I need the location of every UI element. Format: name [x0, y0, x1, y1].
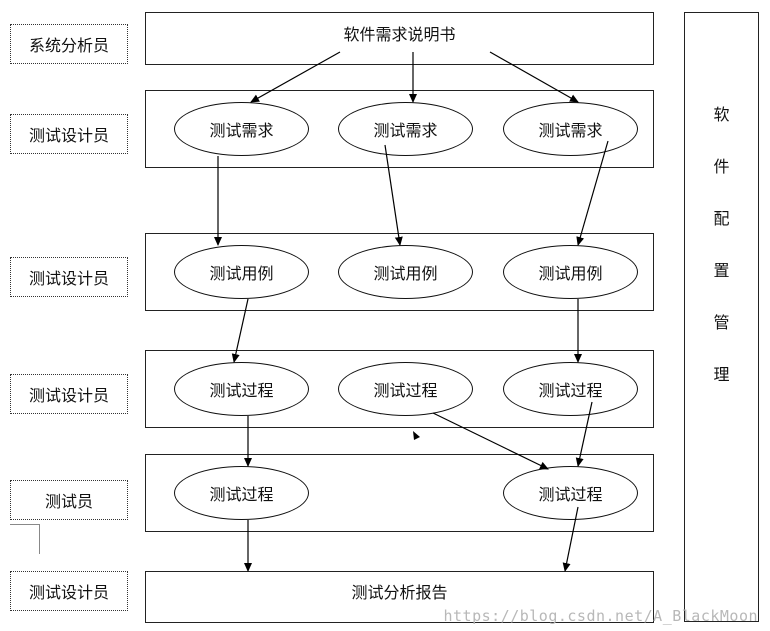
side-char-6: 理	[713, 365, 730, 384]
stray-arrowhead	[413, 431, 420, 440]
band-report: 测试分析报告	[145, 571, 654, 623]
role-test-designer-2: 测试设计员	[10, 257, 128, 297]
report-label: 测试分析报告	[351, 583, 448, 602]
role-system-analyst: 系统分析员	[10, 24, 128, 64]
side-char-3: 配	[713, 209, 730, 228]
role-tester: 测试员	[10, 480, 128, 520]
side-char-5: 管	[713, 313, 730, 332]
config-management-column: 软 件 配 置 管 理	[684, 12, 759, 622]
execution-node-2: 测试过程	[503, 466, 638, 520]
band-procedures	[145, 350, 654, 428]
procedure-node-2: 测试过程	[338, 362, 473, 416]
execution-node-1: 测试过程	[174, 466, 309, 520]
case-node-2: 测试用例	[338, 245, 473, 299]
side-char-4: 置	[713, 261, 730, 280]
requirement-node-1: 测试需求	[174, 102, 309, 156]
requirement-node-3: 测试需求	[503, 102, 638, 156]
corner-mark	[39, 524, 40, 554]
role-test-designer-4: 测试设计员	[10, 571, 128, 611]
spec-label: 软件需求说明书	[343, 25, 456, 44]
corner-mark-h	[10, 524, 39, 525]
procedure-node-3: 测试过程	[503, 362, 638, 416]
band-execution	[145, 454, 654, 532]
role-test-designer-3: 测试设计员	[10, 374, 128, 414]
side-char-2: 件	[713, 157, 730, 176]
role-test-designer-1: 测试设计员	[10, 114, 128, 154]
requirement-node-2: 测试需求	[338, 102, 473, 156]
case-node-1: 测试用例	[174, 245, 309, 299]
watermark: https://blog.csdn.net/A_BlackMoon	[443, 607, 758, 625]
case-node-3: 测试用例	[503, 245, 638, 299]
procedure-node-1: 测试过程	[174, 362, 309, 416]
side-char-1: 软	[713, 105, 730, 124]
band-spec: 软件需求说明书	[145, 12, 654, 65]
